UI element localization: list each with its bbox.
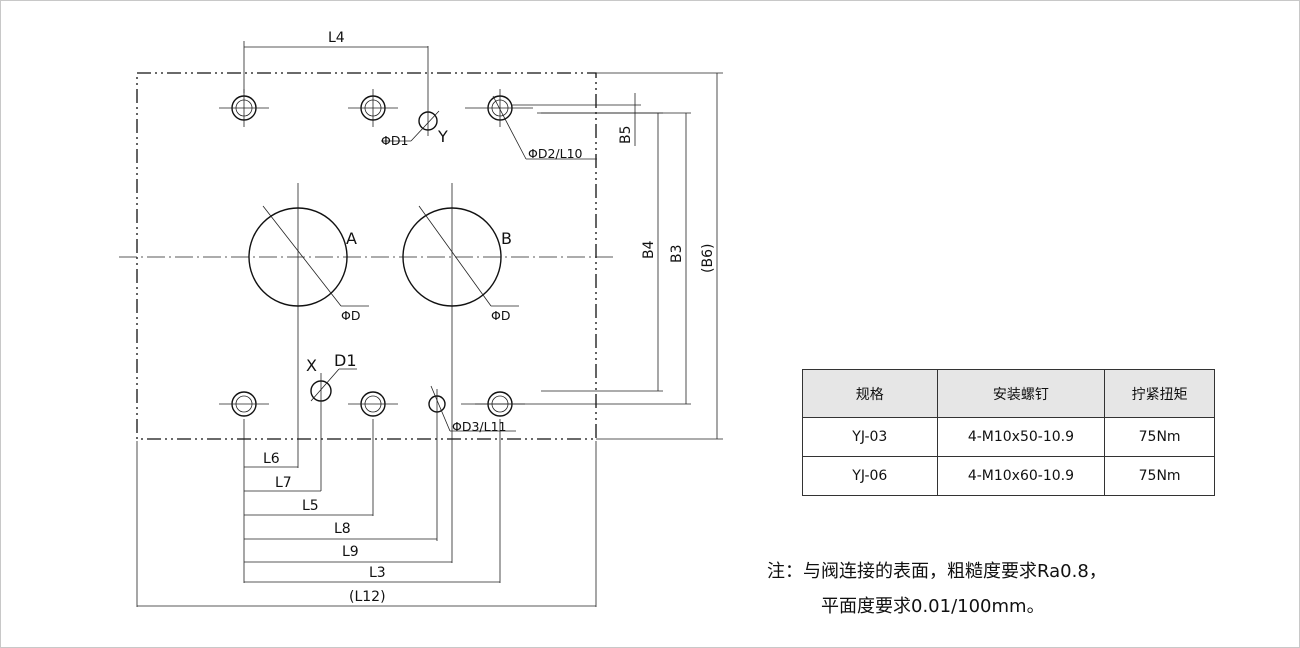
- label-l8: L8: [334, 521, 351, 537]
- port-x-hole: [310, 368, 357, 491]
- cell-model: YJ-03: [802, 417, 938, 457]
- table-row: YJ-03 4-M10x50-10.9 75Nm: [802, 417, 1215, 457]
- bolt-hole-top-mid: [348, 89, 398, 127]
- cell-model: YJ-06: [802, 456, 938, 496]
- label-l3: L3: [369, 565, 386, 581]
- label-port-y: Y: [437, 127, 448, 146]
- label-d1-top: ΦD1: [381, 133, 408, 148]
- table-row: YJ-06 4-M10x60-10.9 75Nm: [802, 456, 1215, 496]
- port-b-circle: [402, 207, 502, 307]
- header-bolt: 安装螺钉: [936, 369, 1106, 418]
- label-l5: L5: [302, 498, 319, 514]
- plate-outline: [136, 72, 597, 440]
- label-d1-bottom: D1: [334, 351, 357, 370]
- table-header-row: 规格 安装螺钉 拧紧扭矩: [802, 369, 1215, 418]
- bolt-hole-bottom-left: [219, 391, 269, 417]
- d2-leader: [492, 95, 527, 160]
- label-d2-l10: ΦD2/L10: [528, 146, 583, 161]
- label-b5: B5: [618, 125, 634, 144]
- port-a-leader: [262, 205, 342, 307]
- header-torque: 拧紧扭矩: [1104, 369, 1215, 418]
- port-y-hole: [381, 46, 440, 142]
- label-l6: L6: [263, 451, 280, 467]
- port-a-circle: [248, 207, 348, 307]
- label-port-b: B: [501, 229, 512, 248]
- label-dia-d-a: ΦD: [341, 308, 360, 323]
- label-b6: (B6): [700, 244, 716, 273]
- note-line-1: 注：与阀连接的表面，粗糙度要求Ra0.8，: [767, 561, 1107, 582]
- cell-torque: 75Nm: [1104, 417, 1215, 457]
- cell-bolt: 4-M10x60-10.9: [936, 456, 1106, 496]
- label-l7: L7: [275, 475, 292, 491]
- header-spec: 规格: [802, 369, 938, 418]
- spec-table: 规格 安装螺钉 拧紧扭矩 YJ-03 4-M10x50-10.9 75Nm YJ…: [802, 369, 1215, 496]
- label-l9: L9: [342, 544, 359, 560]
- label-l4: L4: [328, 30, 345, 46]
- label-dia-d-b: ΦD: [491, 308, 510, 323]
- label-b3: B3: [669, 244, 685, 263]
- label-l12: (L12): [349, 589, 386, 605]
- cell-torque: 75Nm: [1104, 456, 1215, 496]
- port-b-leader: [418, 205, 492, 307]
- bolt-hole-bottom-mid: [348, 391, 398, 417]
- label-port-x: X: [306, 356, 317, 375]
- label-d3-l11: ΦD3/L11: [452, 419, 507, 434]
- bolt-hole-top-left: [219, 89, 269, 127]
- d3-hole: [428, 385, 516, 541]
- cell-bolt: 4-M10x50-10.9: [936, 417, 1106, 457]
- label-b4: B4: [641, 240, 657, 259]
- label-port-a: A: [346, 229, 357, 248]
- note-line-2: 平面度要求0.01/100mm。: [821, 596, 1045, 617]
